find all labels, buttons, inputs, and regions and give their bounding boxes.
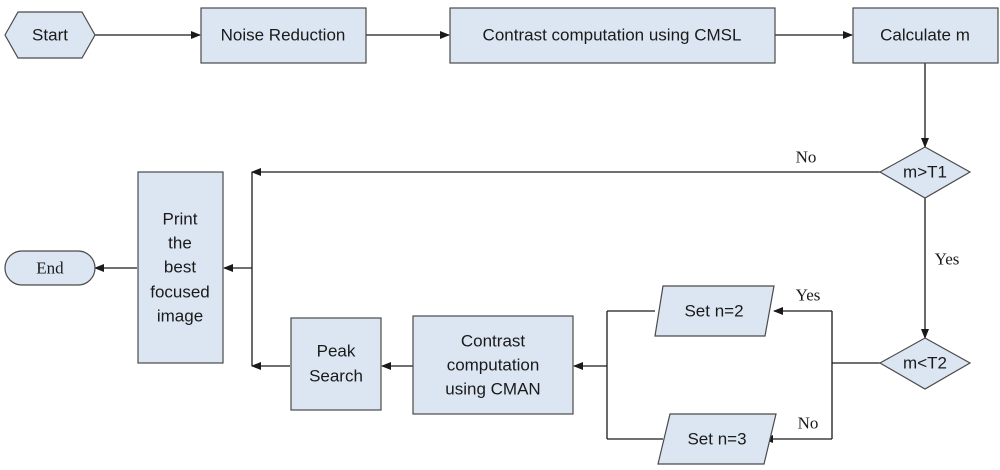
- decision-t1-node: m>T1: [878, 146, 972, 199]
- edge-label-no-t2: No: [798, 414, 819, 433]
- set-n2-label: Set n=2: [684, 302, 743, 321]
- calculate-m-label: Calculate m: [880, 26, 970, 45]
- noise-reduction-label: Noise Reduction: [221, 26, 346, 45]
- end-label: End: [36, 259, 64, 278]
- peak-search-node: Peak Search: [290, 317, 382, 411]
- contrast-cmsl-label: Contrast computation using CMSL: [483, 26, 742, 45]
- decision-t1-label: m>T1: [903, 163, 947, 182]
- print-best-label-line3: best: [164, 258, 196, 277]
- decision-t2-node: m<T2: [878, 337, 972, 390]
- calculate-m-node: Calculate m: [852, 7, 999, 64]
- decision-t2-label: m<T2: [903, 354, 947, 373]
- set-n3-node: Set n=3: [657, 413, 777, 465]
- print-best-label-line1: Print: [163, 210, 198, 229]
- peak-search-label-line1: Peak: [317, 342, 356, 361]
- end-node: End: [4, 250, 96, 286]
- contrast-cman-label-line2: computation: [447, 356, 540, 375]
- contrast-cman-label-line3: using CMAN: [445, 380, 540, 399]
- start-label: Start: [32, 26, 68, 45]
- print-best-label-line5: image: [157, 307, 203, 326]
- print-best-label-line4: focused: [150, 283, 210, 302]
- edge-label-no-t1: No: [796, 148, 817, 167]
- print-best-label-line2: the: [168, 234, 192, 253]
- set-n2-node: Set n=2: [654, 285, 775, 337]
- contrast-cman-label-line1: Contrast: [461, 332, 526, 351]
- edge-label-yes-t1: Yes: [935, 250, 960, 269]
- contrast-cman-node: Contrast computation using CMAN: [412, 315, 574, 415]
- start-node: Start: [4, 11, 96, 59]
- print-best-node: Print the best focused image: [137, 171, 224, 364]
- set-n3-label: Set n=3: [687, 430, 746, 449]
- contrast-cmsl-node: Contrast computation using CMSL: [449, 7, 776, 64]
- peak-search-label-line2: Search: [309, 367, 363, 386]
- edge-label-yes-t2: Yes: [796, 286, 821, 305]
- noise-reduction-node: Noise Reduction: [200, 7, 367, 64]
